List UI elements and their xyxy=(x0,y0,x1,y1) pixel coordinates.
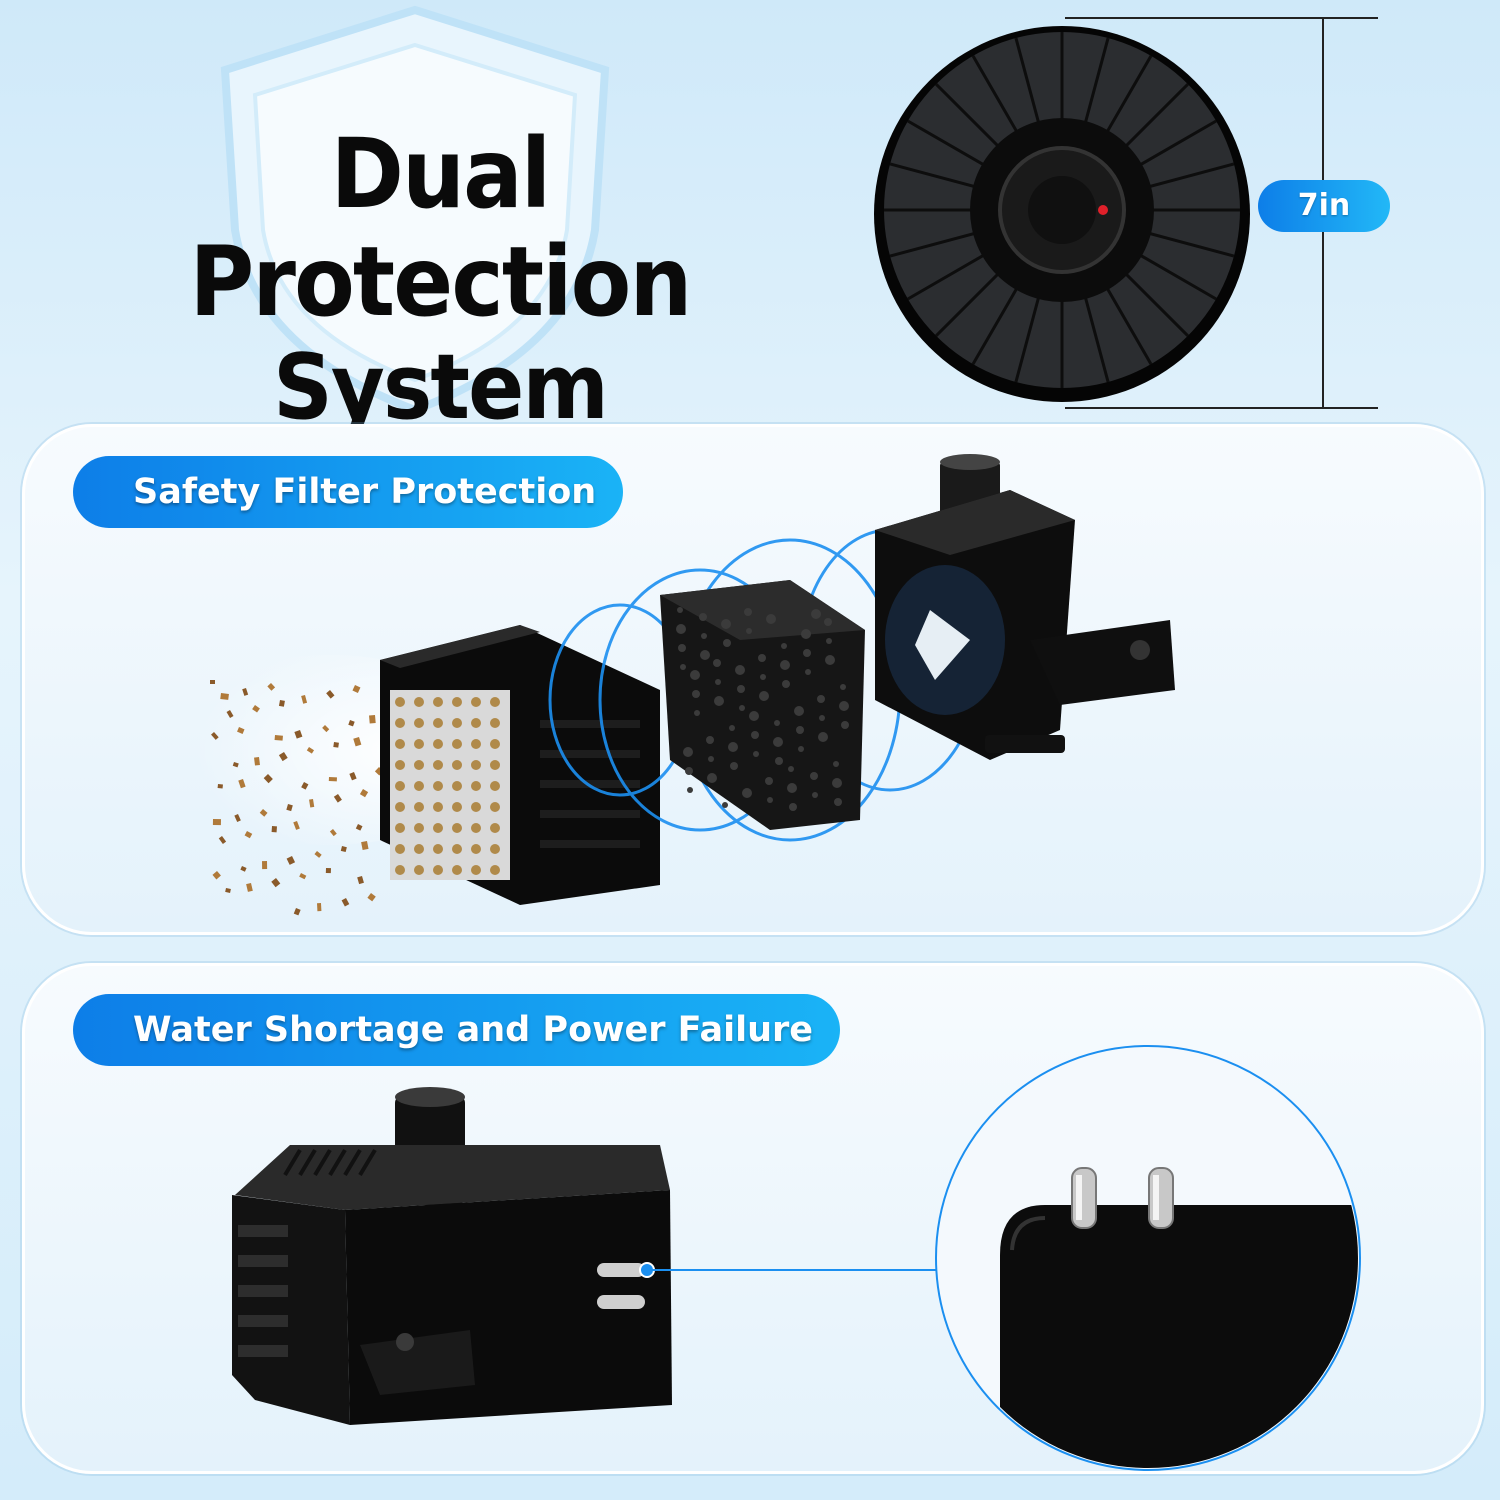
filter-section-label: Safety Filter Protection xyxy=(73,456,623,528)
pump-motor xyxy=(875,454,1175,760)
power-section-label: Water Shortage and Power Failure xyxy=(73,994,840,1066)
title-line-1: Dual Protection xyxy=(189,118,692,338)
filter-cage xyxy=(380,625,660,905)
pump-body xyxy=(232,1087,672,1425)
filter-exploded-view-image xyxy=(160,454,1175,916)
filter-sponge xyxy=(660,580,865,830)
title-line-2: System xyxy=(273,335,609,440)
debris-particles xyxy=(210,680,384,916)
shield-icon xyxy=(220,5,610,415)
indicator-led-icon xyxy=(1098,205,1108,215)
page-title: Dual Protection System xyxy=(60,120,820,440)
solar-fountain-image xyxy=(874,17,1378,409)
sensor-pin-closeup xyxy=(1071,1167,1174,1229)
sensor-pins xyxy=(597,1263,645,1309)
dimension-badge: 7in xyxy=(1258,180,1390,232)
